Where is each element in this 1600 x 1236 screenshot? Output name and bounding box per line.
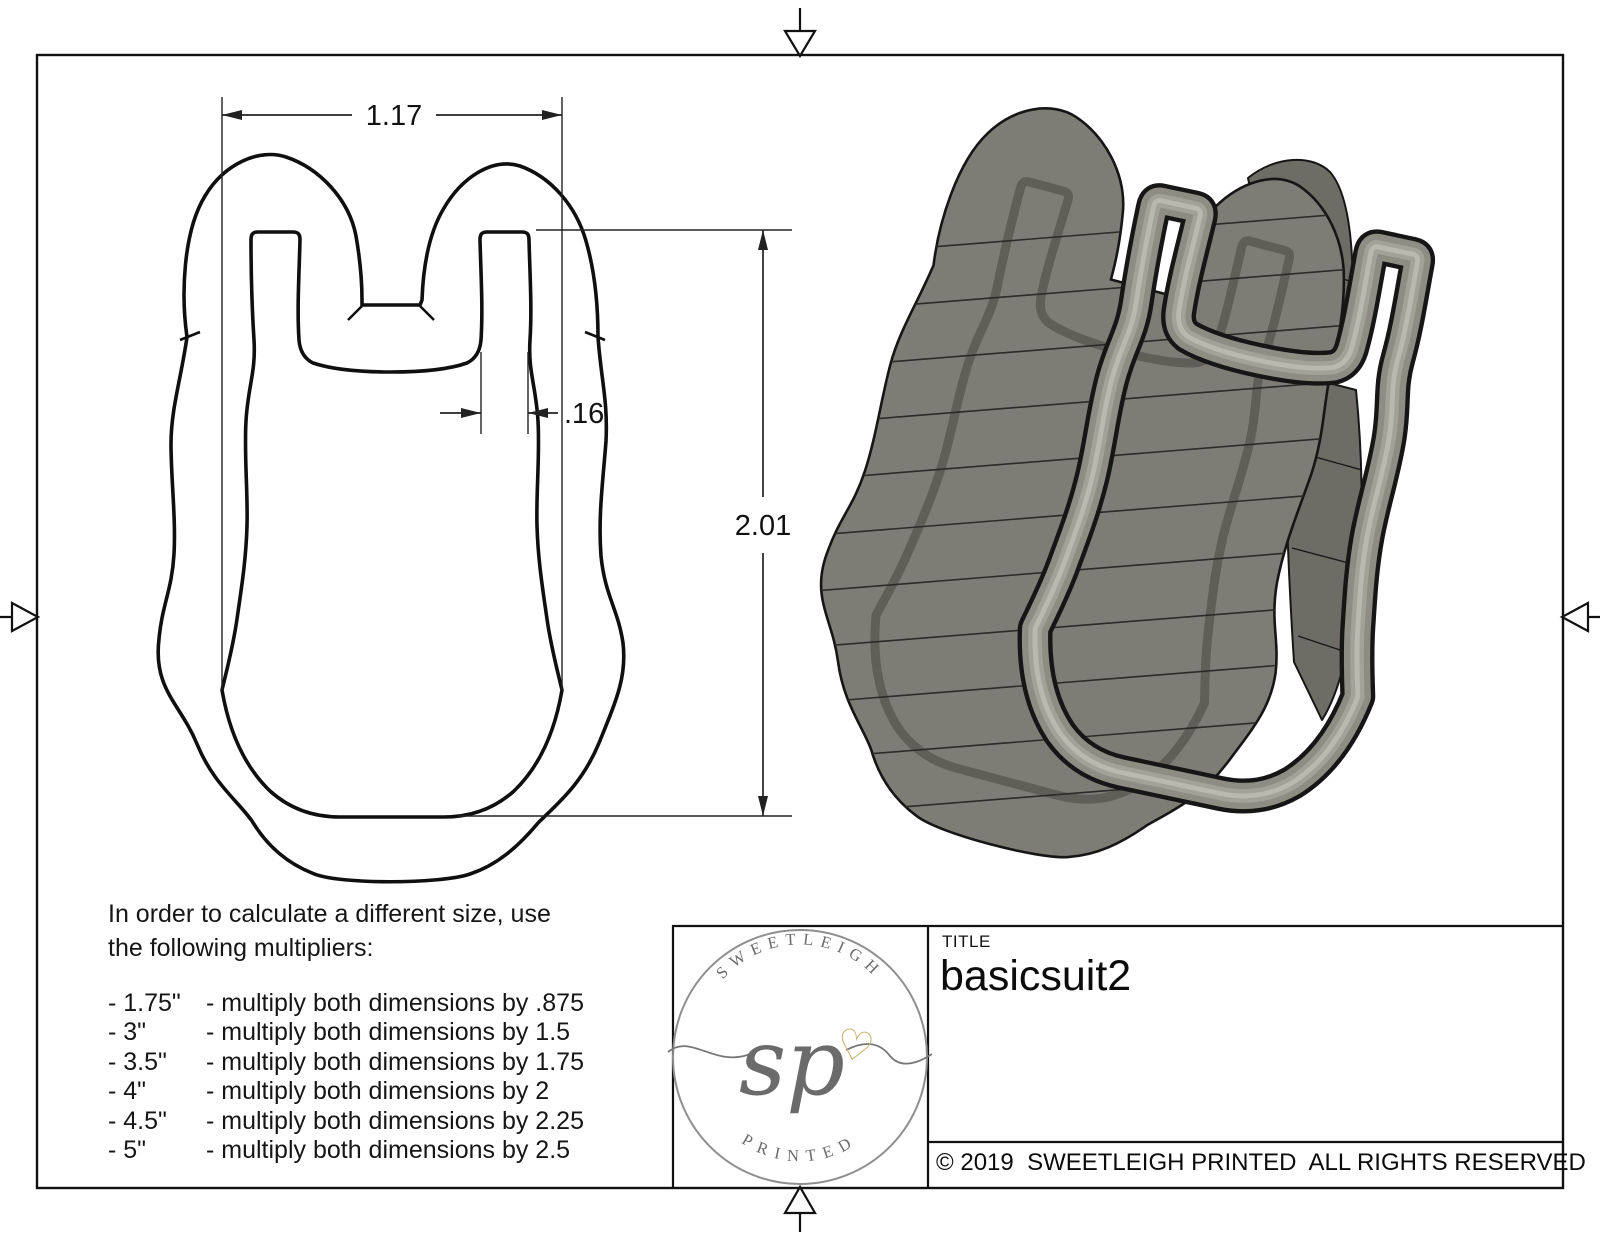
dim-width-label: 1.17 xyxy=(366,100,422,132)
view-2d: 1.17 2.01 .16 xyxy=(156,97,792,884)
multiplier-row: - 4" - multiply both dimensions by 2 xyxy=(108,1077,708,1106)
multiplier-rule: - multiply both dimensions by 1.75 xyxy=(206,1047,584,1076)
border-center-marks xyxy=(0,8,1600,1232)
multiplier-rule: - multiply both dimensions by .875 xyxy=(206,989,584,1017)
copyright-text: © 2019 SWEETLEIGH PRINTED ALL RIGHTS RES… xyxy=(936,1149,1586,1176)
multiplier-size: - 4" xyxy=(108,1077,147,1106)
border-center-mark-top xyxy=(783,8,817,59)
multiplier-rule: - multiply both dimensions by 1.5 xyxy=(206,1018,571,1047)
cutter-inner-profile xyxy=(220,230,564,819)
logo-swash-lines xyxy=(667,1043,933,1065)
cutter-outer-profile xyxy=(156,152,626,884)
multiplier-row: - 3" - multiply both dimensions by 1.5 xyxy=(108,1018,708,1047)
multiplier-row: - 1.75" - multiply both dimensions by .8… xyxy=(108,989,708,1018)
dim-height-label: 2.01 xyxy=(735,510,791,542)
dim-thickness: .16 xyxy=(440,352,604,434)
dim-height: 2.01 xyxy=(458,229,792,817)
note-intro-line1: In order to calculate a different size, … xyxy=(108,900,551,928)
border-center-mark-bottom xyxy=(783,1184,817,1232)
dim-thickness-label: .16 xyxy=(564,398,604,430)
multiplier-size: - 5" xyxy=(108,1136,147,1165)
multiplier-rule: - multiply both dimensions by 2.5 xyxy=(206,1136,571,1165)
profile-tick-marks xyxy=(179,305,606,342)
multiplier-size: - 3.5" xyxy=(108,1047,167,1076)
size-multiplier-note: In order to calculate a different size, … xyxy=(108,897,708,1165)
dim-width: 1.17 xyxy=(221,97,563,690)
multiplier-rule: - multiply both dimensions by 2.25 xyxy=(206,1106,584,1135)
multiplier-row: - 3.5" - multiply both dimensions by 1.7… xyxy=(108,1048,708,1077)
multiplier-size: - 3" xyxy=(108,1018,147,1047)
brand-logo: SWEETLEIGH PRINTED sp ♡ xyxy=(667,929,933,1185)
drawing-title: basicsuit2 xyxy=(940,952,1132,1000)
multiplier-size: - 4.5" xyxy=(108,1106,167,1135)
logo-monogram: sp xyxy=(739,1009,845,1116)
multiplier-list: - 1.75" - multiply both dimensions by .8… xyxy=(108,989,708,1165)
border-center-mark-right xyxy=(1559,601,1600,633)
title-label: TITLE xyxy=(942,932,991,951)
note-intro: In order to calculate a different size, … xyxy=(108,897,708,965)
view-3d xyxy=(763,80,1451,906)
multiplier-row: - 5" - multiply both dimensions by 2.5 xyxy=(108,1136,708,1165)
multiplier-size: - 1.75" xyxy=(108,989,181,1017)
border-center-mark-left xyxy=(0,601,41,633)
multiplier-rule: - multiply both dimensions by 2 xyxy=(206,1077,550,1106)
multiplier-row: - 4.5" - multiply both dimensions by 2.2… xyxy=(108,1107,708,1136)
note-intro-line2: the following multipliers: xyxy=(108,934,374,962)
